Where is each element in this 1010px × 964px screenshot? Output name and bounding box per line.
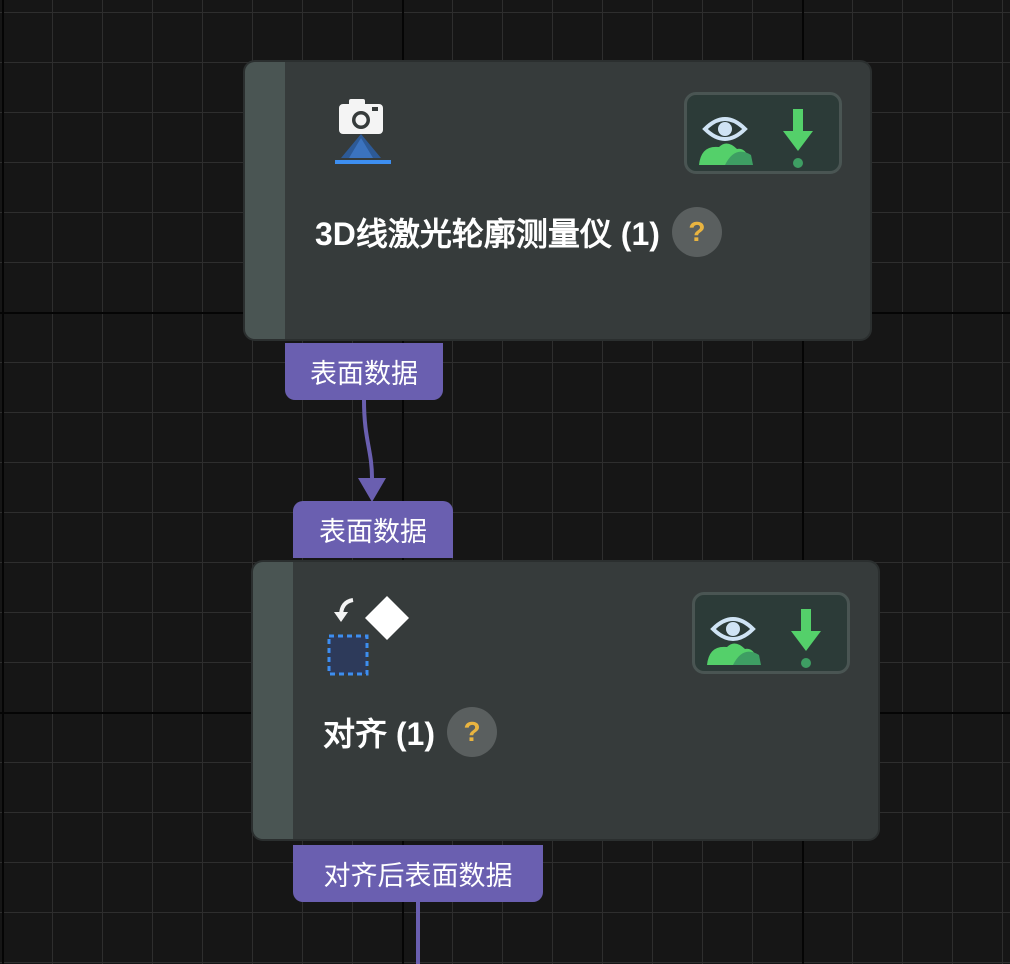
node-action-panel: [684, 92, 842, 174]
download-arrow-icon: [783, 109, 813, 168]
node-laser-profiler[interactable]: 3D线激光轮廓测量仪 (1) ?: [243, 60, 872, 341]
laser-profiler-camera-icon: [331, 96, 395, 175]
help-icon[interactable]: ?: [447, 707, 498, 757]
visualize-button[interactable]: [703, 603, 765, 669]
download-button[interactable]: [777, 603, 839, 669]
visualize-eye-icon: [699, 117, 753, 165]
connection-wire[interactable]: [362, 399, 374, 479]
node-handle[interactable]: [245, 62, 285, 339]
node-title-row: 对齐 (1) ?: [323, 707, 498, 757]
node-action-panel: [692, 592, 850, 674]
download-button[interactable]: [769, 103, 831, 169]
node-title-row: 3D线激光轮廓测量仪 (1) ?: [315, 207, 722, 257]
node-handle[interactable]: [253, 562, 293, 839]
node-title: 3D线激光轮廓测量仪 (1): [315, 216, 660, 252]
align-transform-icon: [325, 592, 415, 687]
input-port-surface-data[interactable]: 表面数据: [293, 501, 453, 558]
node-align[interactable]: 对齐 (1) ?: [251, 560, 880, 841]
help-icon[interactable]: ?: [671, 207, 722, 257]
visualize-button[interactable]: [695, 103, 757, 169]
download-arrow-icon: [791, 609, 821, 668]
node-title: 对齐 (1): [323, 716, 436, 752]
visualize-eye-icon: [707, 617, 761, 665]
connection-arrowhead: [358, 478, 386, 502]
output-port-aligned-surface-data[interactable]: 对齐后表面数据: [293, 845, 543, 902]
output-port-surface-data[interactable]: 表面数据: [285, 343, 443, 400]
